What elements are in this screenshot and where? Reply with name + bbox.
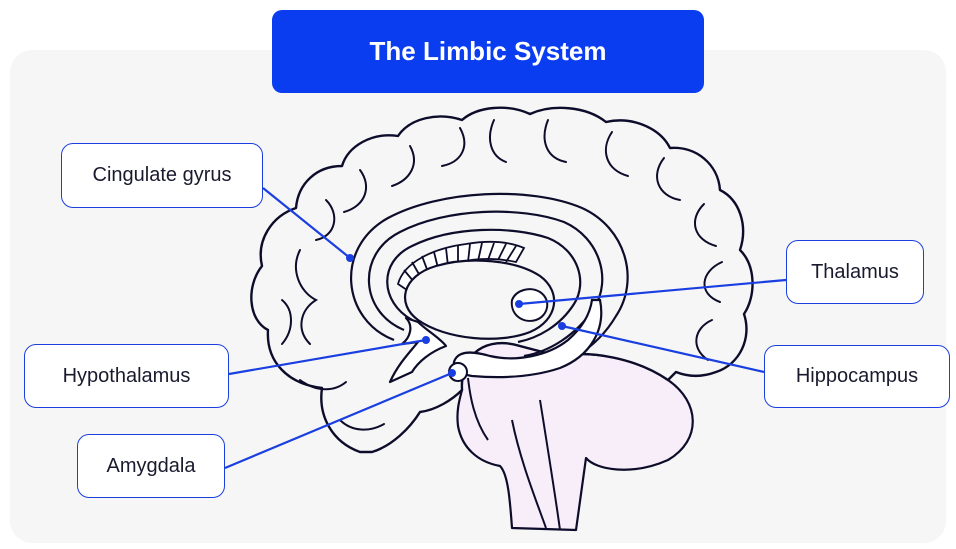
label-hypothalamus-text: Hypothalamus <box>63 365 191 388</box>
dot-hippocampus <box>558 322 566 330</box>
label-thalamus: Thalamus <box>786 240 924 304</box>
label-hippocampus-text: Hippocampus <box>796 365 918 388</box>
dot-thalamus <box>515 300 523 308</box>
label-amygdala: Amygdala <box>77 434 225 498</box>
dot-hypothalamus <box>422 336 430 344</box>
title-banner: The Limbic System <box>272 10 704 93</box>
label-thalamus-text: Thalamus <box>811 261 899 284</box>
label-cingulate-gyrus-text: Cingulate gyrus <box>93 164 232 187</box>
diagram-title: The Limbic System <box>370 36 607 67</box>
dot-cingulate <box>346 254 354 262</box>
label-amygdala-text: Amygdala <box>107 455 196 478</box>
label-hippocampus: Hippocampus <box>764 345 950 408</box>
label-hypothalamus: Hypothalamus <box>24 344 229 408</box>
dot-amygdala <box>448 369 456 377</box>
label-cingulate-gyrus: Cingulate gyrus <box>61 143 263 208</box>
